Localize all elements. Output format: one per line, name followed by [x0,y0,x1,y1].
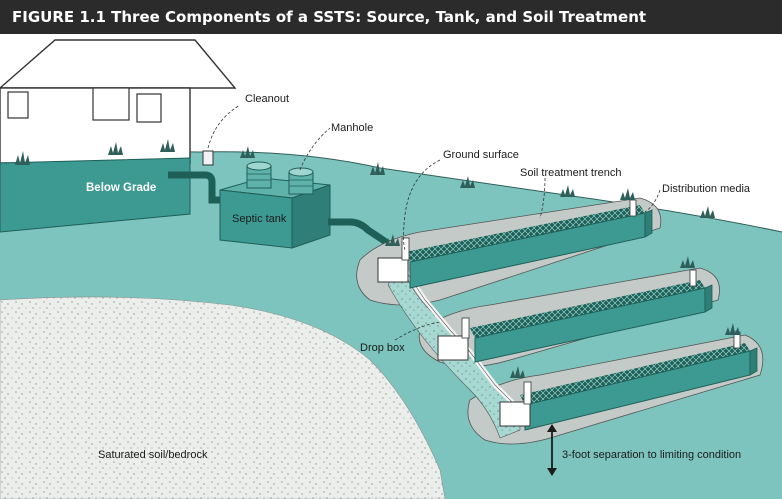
cleanout-leader [207,104,241,149]
septic-system-illustration: Cleanout Manhole Ground surface Soil tre… [0,34,782,499]
trench-1-end [644,209,653,238]
label-separation: 3-foot separation to limiting condition [562,449,741,461]
saturated-soil-zone [0,296,446,499]
trench-2-inspection-pipe [689,269,697,287]
label-drop-box: Drop box [360,342,405,354]
house [0,39,237,164]
trench-leader [539,177,546,219]
house-window-2 [92,87,130,121]
label-cleanout: Cleanout [245,93,289,105]
drop-box-2 [437,335,469,361]
trench-1-inspection-pipe [629,199,637,217]
below-grade-block [0,157,191,233]
drop-box-2-riser [461,317,470,339]
label-ground-surface: Ground surface [443,149,519,161]
trench-3-end [749,347,758,376]
trench-1 [377,199,653,289]
drop-box-1 [377,257,409,283]
media-leader [644,189,661,213]
trench-2-end [704,284,713,313]
manhole-2 [288,167,314,195]
drop-box-leader [394,321,441,341]
label-distribution-media: Distribution media [662,183,751,195]
trench-3-mesh [520,343,750,405]
drop-box-3 [499,401,531,427]
septic-tank-group [219,127,331,249]
septic-tank-side [291,184,331,249]
cleanout-pipe [202,150,214,166]
separation-arrow [547,424,557,476]
label-saturated-soil: Saturated soil/bedrock [98,449,208,461]
tank-outlet-pipe [328,218,397,251]
trench-1-mesh [405,205,645,262]
label-manhole: Manhole [331,122,373,134]
label-below-grade: Below Grade [86,182,156,194]
outlet-pipe [168,171,235,204]
manhole-leader [299,127,331,171]
manhole-1 [246,161,272,189]
trench-2-mesh [470,280,705,338]
drop-box-3-riser [523,381,532,405]
drop-box-1-riser [401,237,410,261]
trench-3 [499,331,758,431]
trench-2 [437,269,713,363]
house-window-3 [136,93,162,123]
figure-title: FIGURE 1.1 Three Components of a SSTS: S… [0,0,782,34]
label-soil-treatment-trench: Soil treatment trench [520,167,622,179]
grass-tufts [15,139,740,378]
label-septic-tank: Septic tank [232,213,287,225]
ground-surface-leader [403,159,441,251]
house-window-1 [7,91,29,119]
